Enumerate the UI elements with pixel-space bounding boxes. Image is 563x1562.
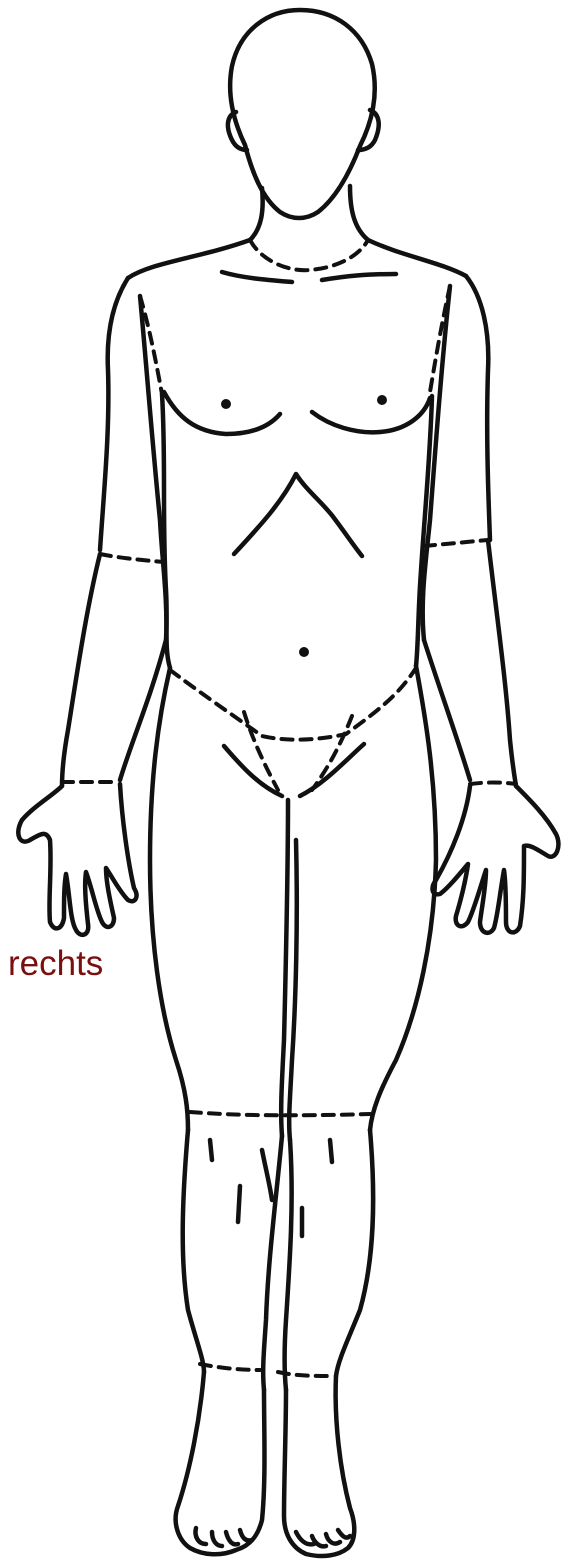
wrist-boundary xyxy=(470,783,516,785)
clavicle-right xyxy=(322,274,396,280)
inner-thigh-right xyxy=(289,840,297,1140)
groin-boundary-right xyxy=(312,716,352,790)
elbow-boundary xyxy=(100,554,164,562)
foot-right xyxy=(284,1376,354,1556)
forearm-inner xyxy=(120,640,166,780)
elbow-boundary xyxy=(424,540,488,546)
side-label-right: rechts xyxy=(8,944,103,984)
ribcage-line xyxy=(234,474,362,556)
upper-arm-outer xyxy=(466,276,490,540)
lower-leg-outer-left xyxy=(183,1130,204,1372)
neck-right xyxy=(350,186,368,240)
knee-detail-left-a xyxy=(210,1140,212,1160)
chest-right xyxy=(312,398,430,432)
forearm-outer xyxy=(488,540,516,786)
groin-line-right xyxy=(300,744,364,796)
groin-line-left xyxy=(224,746,282,796)
neck-left xyxy=(250,188,263,240)
nipple-left xyxy=(221,399,231,409)
feet xyxy=(176,1372,355,1556)
knee-detail-left-b xyxy=(238,1186,240,1222)
neck-and-shoulders xyxy=(128,186,466,282)
toes-left xyxy=(195,1528,252,1546)
groin-boundary-left xyxy=(244,712,278,790)
leg-outer-right xyxy=(370,666,436,1130)
knee-detail-right-a xyxy=(330,1140,332,1162)
legs xyxy=(150,666,436,1390)
upper-arm-outer xyxy=(100,278,128,550)
leg-outer-left xyxy=(150,668,188,1130)
hand xyxy=(433,786,559,933)
inner-thigh-left xyxy=(281,800,288,1136)
clavicle-left xyxy=(222,272,292,282)
waist-boundary xyxy=(170,668,416,740)
head xyxy=(228,10,379,218)
arm-viewer-right xyxy=(423,276,559,933)
neck-boundary xyxy=(250,240,368,270)
lower-leg-inner-right xyxy=(285,1140,292,1390)
lower-leg-outer-right xyxy=(336,1130,373,1376)
toes-right xyxy=(296,1530,350,1546)
torso xyxy=(140,286,450,796)
knee-detail-left-c xyxy=(262,1150,272,1200)
arm-viewer-left xyxy=(18,278,166,935)
navel xyxy=(299,647,309,657)
ankle-boundary-left xyxy=(200,1364,260,1370)
nipple-right xyxy=(377,395,387,405)
head-outline xyxy=(230,10,375,218)
ankle-boundary-right xyxy=(278,1372,332,1376)
chest-left xyxy=(164,392,280,434)
forearm-outer xyxy=(62,554,100,786)
foot-left xyxy=(176,1372,265,1554)
shoulder-right xyxy=(368,240,466,276)
hand xyxy=(18,784,136,935)
